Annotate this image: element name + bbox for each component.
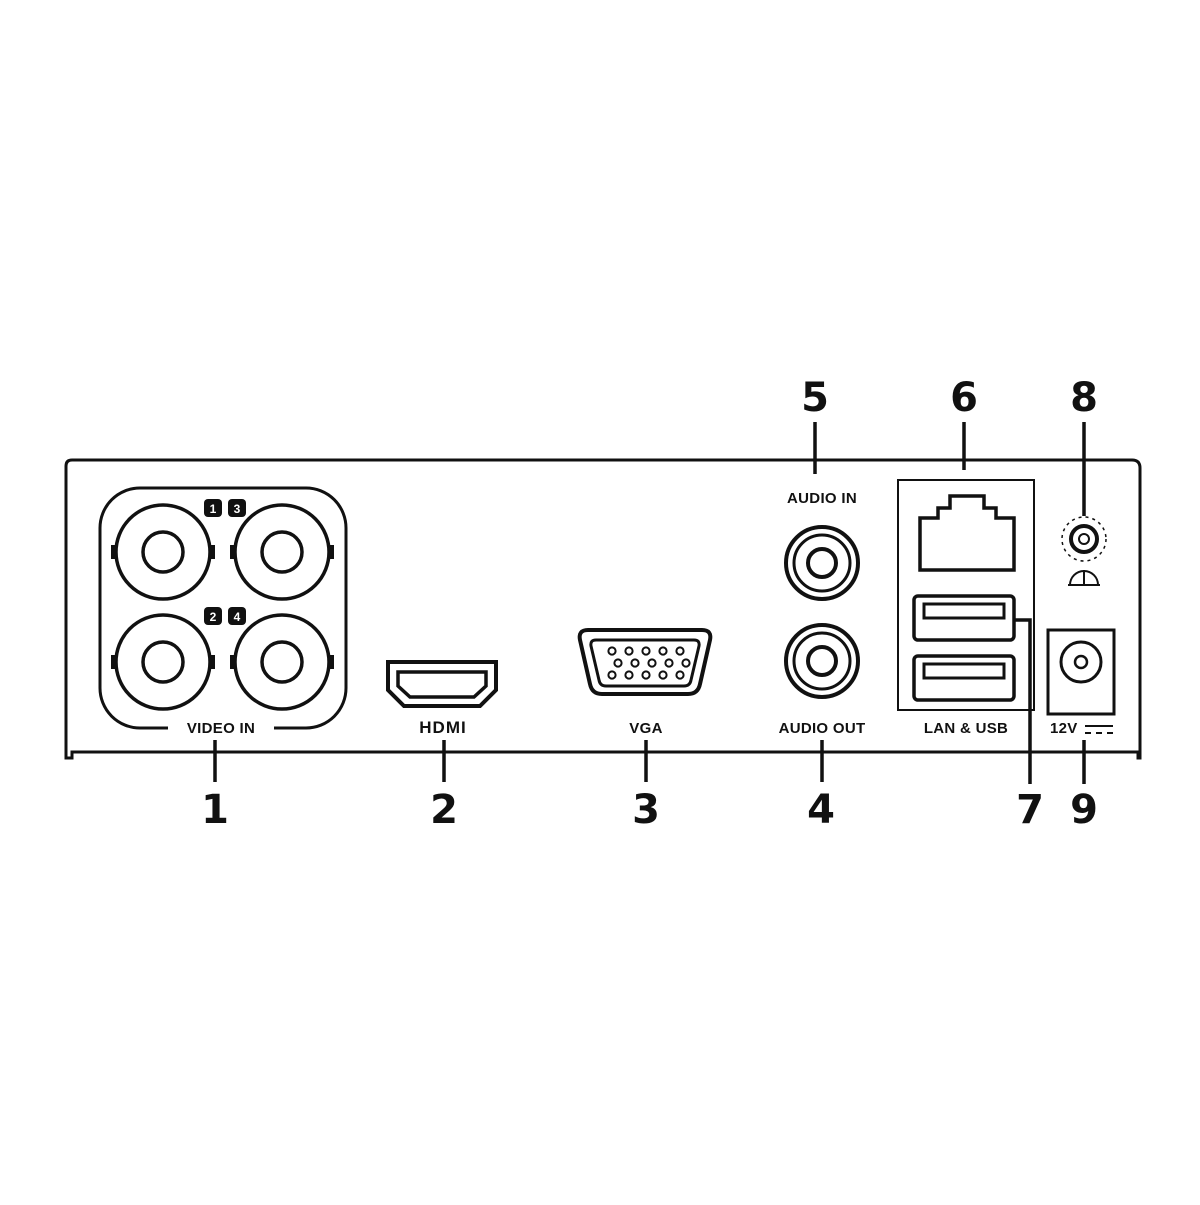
vga-pin (607, 670, 617, 680)
callout-7: 7 (1016, 787, 1044, 833)
channel-badge-4: 4 (228, 607, 246, 625)
hdmi-port: HDMI (386, 660, 498, 737)
vga-pin (675, 670, 685, 680)
callout-numbers: 1 2 3 4 5 6 7 8 9 (201, 375, 1098, 833)
vga-port: VGA (577, 628, 713, 737)
usb-port-1 (912, 594, 1016, 642)
lan-usb-group: LAN & USB (897, 479, 1035, 737)
video-in-label: VIDEO IN (187, 720, 255, 737)
bnc-connector-ch2 (111, 613, 215, 711)
bnc-connector-ch4 (230, 613, 334, 711)
vga-pin (658, 646, 668, 656)
callout-2: 2 (430, 787, 458, 833)
dc-symbol-icon (1085, 725, 1113, 734)
vga-pin (664, 658, 674, 668)
ground-symbol-icon (1068, 570, 1100, 586)
audio-in-jack: AUDIO IN (784, 490, 860, 601)
ground-terminal (1061, 516, 1107, 586)
leader-line-7 (1014, 618, 1032, 784)
callout-8: 8 (1070, 375, 1098, 421)
vga-pin (641, 646, 651, 656)
channel-badge-3: 3 (228, 499, 246, 517)
leader-lines (213, 422, 1086, 784)
vga-pin (641, 670, 651, 680)
bnc-connector-ch3 (230, 503, 334, 601)
bnc-connector-ch1 (111, 503, 215, 601)
callout-3: 3 (632, 787, 660, 833)
chassis (64, 458, 1142, 760)
svg-text:1: 1 (210, 502, 217, 516)
video-in-group: 1 3 2 4 VIDEO IN (98, 486, 348, 738)
svg-text:4: 4 (234, 610, 241, 624)
svg-text:2: 2 (210, 610, 217, 624)
hdmi-logo: HDMI (419, 718, 466, 737)
vga-label: VGA (629, 720, 662, 737)
vga-pin (613, 658, 623, 668)
vga-pin (624, 646, 634, 656)
vga-pin (624, 670, 634, 680)
audio-out-jack: AUDIO OUT (779, 623, 866, 737)
usb-port-2 (912, 654, 1016, 702)
vga-pin (630, 658, 640, 668)
vga-pin (647, 658, 657, 668)
lan-usb-label: LAN & USB (924, 720, 1008, 737)
rj45-port (918, 494, 1016, 572)
callout-5: 5 (801, 375, 829, 421)
vga-pin (607, 646, 617, 656)
callout-1: 1 (201, 787, 229, 833)
vga-pin (658, 670, 668, 680)
svg-text:3: 3 (234, 502, 241, 516)
callout-6: 6 (950, 375, 978, 421)
callout-4: 4 (807, 787, 835, 833)
callout-9: 9 (1070, 787, 1098, 833)
power-label: 12V (1050, 720, 1078, 737)
audio-in-label: AUDIO IN (787, 490, 857, 507)
vga-pins (607, 646, 691, 680)
channel-badge-1: 1 (204, 499, 222, 517)
power-jack: 12V (1046, 628, 1116, 737)
audio-out-label: AUDIO OUT (779, 720, 866, 737)
vga-pin (681, 658, 691, 668)
channel-badge-2: 2 (204, 607, 222, 625)
vga-pin (675, 646, 685, 656)
